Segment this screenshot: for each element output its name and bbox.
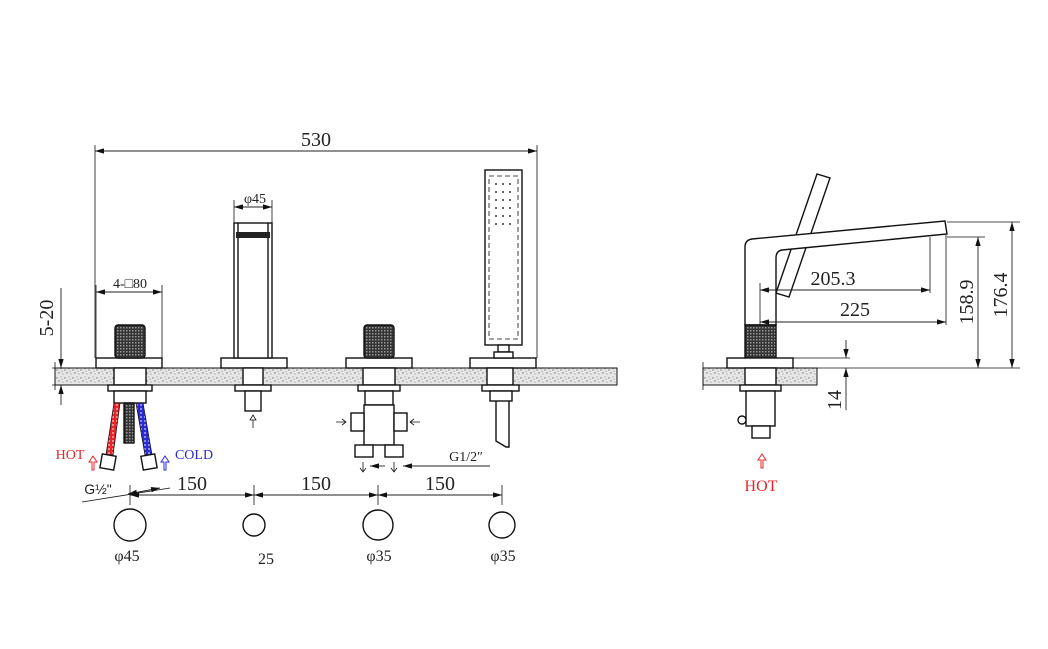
hot-arrow-icon bbox=[757, 453, 767, 469]
hot-arrow-icon bbox=[88, 455, 98, 471]
diverter-handle bbox=[363, 324, 395, 359]
spacing-label: 150 bbox=[425, 473, 455, 495]
hole bbox=[362, 509, 394, 541]
inlet-arrow-icon bbox=[249, 414, 257, 428]
spacing-label: 150 bbox=[301, 473, 331, 495]
side-hot-label: HOT bbox=[745, 478, 778, 495]
spout bbox=[744, 220, 948, 326]
deck-thickness-label: 5-20 bbox=[36, 300, 58, 337]
base-plate bbox=[220, 357, 288, 369]
reach-label: 225 bbox=[840, 299, 870, 321]
hose-thread-label: G½" bbox=[84, 481, 112, 497]
spacing-label: 150 bbox=[177, 473, 207, 495]
hole bbox=[488, 511, 516, 539]
outlet-height-label: 158.9 bbox=[956, 280, 978, 325]
base-size-label: 4-□80 bbox=[113, 277, 147, 292]
hand-shower bbox=[484, 169, 523, 346]
base-plate bbox=[345, 357, 413, 369]
base-plate bbox=[95, 357, 163, 369]
hole bbox=[113, 508, 147, 542]
hole-label: φ35 bbox=[490, 548, 515, 565]
hot-hose bbox=[105, 402, 121, 456]
base-height-label: 14 bbox=[824, 390, 846, 410]
hole-label: 25 bbox=[258, 551, 274, 568]
front-view: 530 5-20 4-□80 φ45 bbox=[36, 129, 618, 505]
outlet-arrow-icon bbox=[390, 462, 398, 473]
hole bbox=[242, 513, 266, 537]
side-view: HOT 205.3 225 158.9 176.4 14 bbox=[702, 173, 1020, 495]
outlet-arrow-icon bbox=[359, 462, 367, 473]
inner-reach-label: 205.3 bbox=[811, 268, 856, 290]
hole-label: φ45 bbox=[114, 548, 139, 565]
overall-width-label: 530 bbox=[301, 129, 331, 151]
hole-label: φ35 bbox=[366, 548, 391, 565]
inlet-arrow-icon bbox=[336, 418, 347, 426]
hole-layout: φ45 25 φ35 φ35 bbox=[113, 508, 516, 568]
handle-body bbox=[744, 324, 777, 359]
hot-label: HOT bbox=[56, 448, 85, 463]
hot-handle bbox=[114, 324, 146, 359]
base-plate bbox=[469, 357, 537, 369]
cold-label: COLD bbox=[175, 448, 213, 463]
spout bbox=[233, 222, 273, 359]
cold-arrow-icon bbox=[160, 455, 170, 471]
cold-hose bbox=[135, 402, 153, 456]
spout-diameter-label: φ45 bbox=[244, 192, 266, 207]
outlet-thread-label: G1/2″ bbox=[449, 450, 483, 465]
inlet-arrow-icon bbox=[409, 418, 420, 426]
overall-height-label: 176.4 bbox=[990, 273, 1012, 318]
